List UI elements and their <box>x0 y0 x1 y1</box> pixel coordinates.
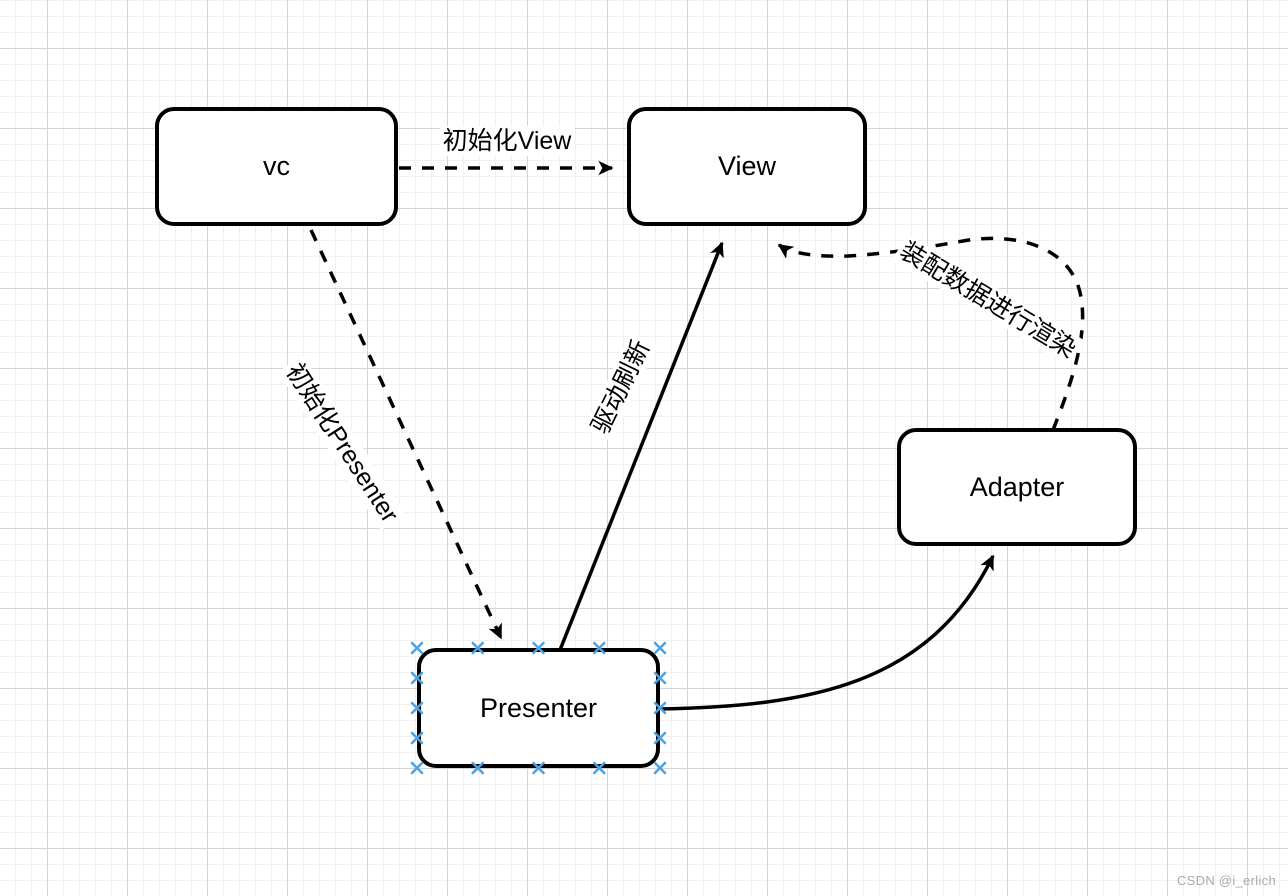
node-adapter-label: Adapter <box>969 471 1065 502</box>
connection-point-marker[interactable] <box>410 761 424 775</box>
connection-point-marker[interactable] <box>592 641 606 655</box>
connection-point-marker[interactable] <box>532 761 545 775</box>
edge-presenter-view[interactable] <box>558 241 724 651</box>
edge-presenter-adapter[interactable] <box>660 554 995 711</box>
connection-point-marker[interactable] <box>410 671 424 685</box>
connection-point-marker[interactable] <box>592 761 606 775</box>
connection-point-marker[interactable] <box>471 761 485 775</box>
edge-adapter-view[interactable] <box>777 236 1085 431</box>
connection-point-marker[interactable] <box>653 731 667 745</box>
watermark: CSDN @i_erlich <box>1176 873 1276 888</box>
node-presenter-label: Presenter <box>479 692 598 723</box>
node-adapter[interactable]: Adapter <box>897 428 1137 546</box>
connection-point-marker[interactable] <box>653 761 667 775</box>
connection-point-marker[interactable] <box>410 641 424 655</box>
node-presenter[interactable]: Presenter <box>417 648 660 768</box>
connection-point-marker[interactable] <box>653 701 667 715</box>
connection-point-marker[interactable] <box>653 641 667 655</box>
edge-label-init-view[interactable]: 初始化View <box>439 126 575 156</box>
node-vc[interactable]: vc <box>155 107 398 226</box>
connection-point-marker[interactable] <box>471 641 485 655</box>
node-vc-label: vc <box>263 151 290 181</box>
connection-point-marker[interactable] <box>410 701 424 715</box>
connection-points <box>410 641 667 775</box>
connection-point-marker[interactable] <box>653 671 667 685</box>
edge-vc-presenter[interactable] <box>309 229 503 640</box>
connection-point-marker[interactable] <box>410 731 424 745</box>
node-view-label: View <box>717 151 777 181</box>
connection-point-marker[interactable] <box>532 641 545 655</box>
node-view[interactable]: View <box>627 107 867 226</box>
